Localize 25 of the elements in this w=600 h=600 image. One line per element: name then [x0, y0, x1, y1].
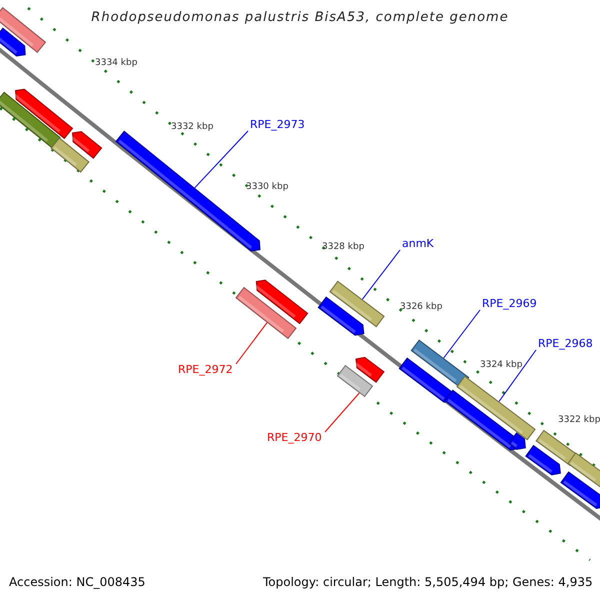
scale-label: 3322 kbp [558, 416, 600, 425]
scale-label: 3330 kbp [246, 183, 288, 192]
leader-line [236, 322, 268, 364]
gene-label: RPE_2970 [267, 432, 322, 443]
scale-label: 3334 kbp [95, 59, 138, 68]
gene-label: RPE_2968 [538, 338, 593, 349]
gene-bar [456, 376, 536, 440]
gene-label: anmK [402, 238, 434, 249]
accession-text: Accession: NC_008435 [9, 576, 146, 588]
leader-line [498, 350, 536, 402]
leader-line [324, 392, 360, 432]
scale-label: 3328 kbp [322, 243, 364, 252]
title: Rhodopseudomonas palustris BisA53, complete genome [90, 11, 510, 24]
scale-label: 3326 kbp [400, 303, 442, 312]
leader-line [194, 130, 248, 188]
gene-bar [235, 286, 297, 340]
gene-label: RPE_2969 [482, 298, 537, 309]
scale-label: 3324 kbp [480, 361, 522, 370]
gene-bar [329, 280, 385, 328]
gene-bar [336, 364, 374, 398]
gene-label: RPE_2972 [178, 364, 233, 375]
genome-info-text: Topology: circular; Length: 5,505,494 bp; Genes: 4,935 [263, 576, 593, 588]
gene-label: RPE_2973 [250, 119, 305, 130]
leader-line [362, 250, 400, 300]
leader-line [443, 310, 480, 358]
